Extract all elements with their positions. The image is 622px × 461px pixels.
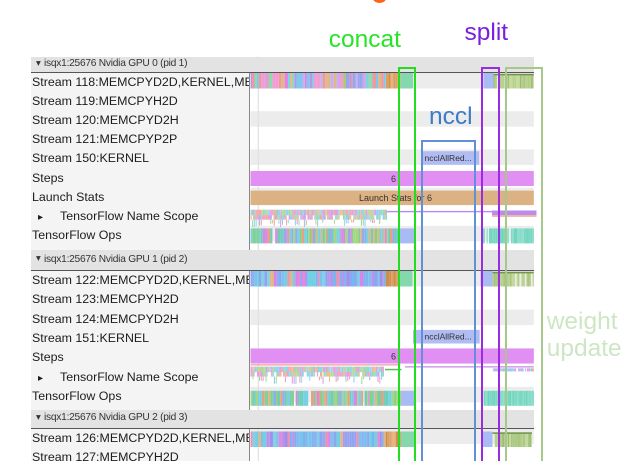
svg-text:ncclAllRed...: ncclAllRed... xyxy=(425,153,472,163)
svg-text:ncclAllRed...: ncclAllRed... xyxy=(425,332,472,342)
svg-text:6: 6 xyxy=(391,351,396,361)
svg-text:6: 6 xyxy=(391,174,396,184)
svg-text:Launch Stats for 6: Launch Stats for 6 xyxy=(359,193,432,203)
